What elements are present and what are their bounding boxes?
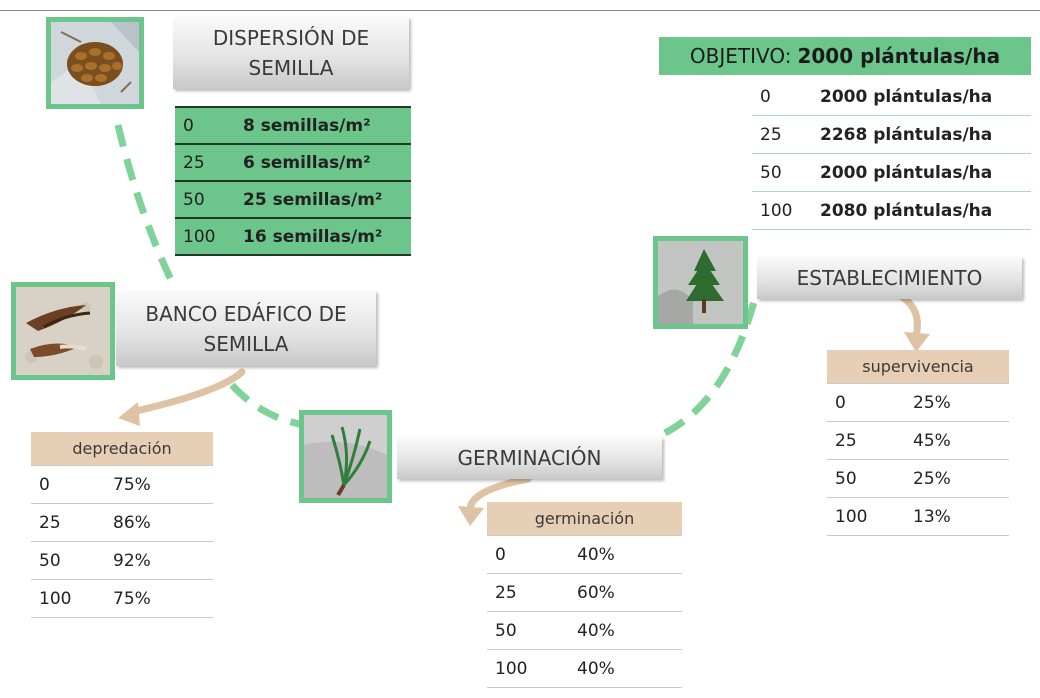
treatment-cell: 25 <box>487 573 569 612</box>
pine-cone-photo <box>46 17 144 109</box>
table-row: 100 2080 plántulas/ha <box>752 191 1031 230</box>
value-cell: 2000 plántulas/ha <box>812 78 1031 116</box>
value-cell: 86% <box>105 503 213 542</box>
stage-banco-line-1: BANCO EDÁFICO DE <box>145 301 347 326</box>
treatment-cell: 0 <box>31 465 105 504</box>
table-header-row: germinación <box>487 502 682 536</box>
value-cell: 75% <box>105 465 213 504</box>
value-cell: 16 semillas/m² <box>235 217 411 256</box>
table-row: 50 25% <box>827 459 1009 498</box>
treatment-cell: 0 <box>175 106 235 145</box>
stage-dispersion-semilla: DISPERSIÓN DE SEMILLA <box>173 17 409 89</box>
objective-label: OBJETIVO: <box>689 44 792 68</box>
value-cell: 25 semillas/m² <box>235 180 411 219</box>
table-row: 25 86% <box>31 503 213 542</box>
table-row: 25 45% <box>827 421 1009 460</box>
survival-header: supervivencia <box>827 350 1009 384</box>
table-row: 25 2268 plántulas/ha <box>752 115 1031 154</box>
table-row: 100 13% <box>827 497 1009 536</box>
treatment-cell: 25 <box>175 143 235 182</box>
arrow-to-depredacion <box>128 368 246 416</box>
germination-header: germinación <box>487 502 682 536</box>
treatment-cell: 100 <box>175 217 235 256</box>
stage-dispersion-line-2: SEMILLA <box>248 56 334 80</box>
arrowhead-depredacion <box>118 402 140 426</box>
treatment-cell: 50 <box>175 180 235 219</box>
treatment-cell: 0 <box>487 535 569 574</box>
table-row: 0 40% <box>487 535 682 574</box>
treatment-cell: 0 <box>752 78 812 116</box>
table-row: 0 2000 plántulas/ha <box>752 78 1031 116</box>
table-row: 100 75% <box>31 579 213 618</box>
stage-dispersion-line-1: DISPERSIÓN DE <box>212 26 370 50</box>
value-cell: 2268 plántulas/ha <box>812 115 1031 154</box>
seed-dispersal-table: 0 8 semillas/m² 25 6 semillas/m² 50 25 s… <box>175 106 411 256</box>
value-cell: 6 semillas/m² <box>235 143 411 182</box>
value-cell: 8 semillas/m² <box>235 106 411 145</box>
treatment-cell: 100 <box>31 579 105 618</box>
predation-table: depredación 0 75% 25 86% 50 92% 100 75% <box>31 432 213 618</box>
treatment-cell: 25 <box>827 421 905 460</box>
value-cell: 60% <box>569 573 682 612</box>
objective-banner: OBJETIVO: 2000 plántulas/ha <box>659 37 1031 75</box>
treatment-cell: 100 <box>752 191 812 230</box>
winged-seeds-photo <box>11 282 115 380</box>
stage-establecimiento-label: ESTABLECIMIENTO <box>796 266 983 290</box>
dashed-link-germinacion-establecimiento <box>663 297 759 437</box>
young-pine-photo <box>653 236 748 329</box>
seedling-sprout-photo <box>299 410 392 503</box>
value-cell: 75% <box>105 579 213 618</box>
stage-establecimiento: ESTABLECIMIENTO <box>757 257 1022 299</box>
table-row: 100 40% <box>487 649 682 688</box>
table-row: 50 2000 plántulas/ha <box>752 153 1031 192</box>
value-cell: 25% <box>905 459 1009 498</box>
table-row: 100 16 semillas/m² <box>175 217 411 256</box>
stage-germinacion: GERMINACIÓN <box>397 437 662 479</box>
table-header-row: supervivencia <box>827 350 1009 384</box>
arrow-to-supervivencia <box>898 293 921 340</box>
value-cell: 40% <box>569 649 682 688</box>
predation-header: depredación <box>31 432 213 466</box>
stage-banco-edafico-semilla: BANCO EDÁFICO DE SEMILLA <box>116 291 376 366</box>
table-row: 0 8 semillas/m² <box>175 106 411 145</box>
value-cell: 25% <box>905 383 1009 422</box>
treatment-cell: 100 <box>827 497 905 536</box>
table-header-row: depredación <box>31 432 213 466</box>
treatment-cell: 25 <box>31 503 105 542</box>
dashed-link-banco-germinacion <box>229 382 306 429</box>
stage-banco-line-2: SEMILLA <box>203 331 289 356</box>
value-cell: 40% <box>569 611 682 650</box>
germination-table: germinación 0 40% 25 60% 50 40% 100 40% <box>487 502 682 688</box>
treatment-cell: 25 <box>752 115 812 154</box>
value-cell: 13% <box>905 497 1009 536</box>
value-cell: 92% <box>105 541 213 580</box>
treatment-cell: 100 <box>487 649 569 688</box>
treatment-cell: 50 <box>31 541 105 580</box>
table-row: 25 6 semillas/m² <box>175 143 411 182</box>
table-row: 0 25% <box>827 383 1009 422</box>
value-cell: 45% <box>905 421 1009 460</box>
top-rule <box>0 10 1040 11</box>
objective-value: 2000 plántulas/ha <box>797 44 1001 68</box>
value-cell: 2000 plántulas/ha <box>812 153 1031 192</box>
treatment-cell: 50 <box>752 153 812 192</box>
table-row: 50 92% <box>31 541 213 580</box>
table-row: 50 40% <box>487 611 682 650</box>
treatment-cell: 50 <box>827 459 905 498</box>
value-cell: 2080 plántulas/ha <box>812 191 1031 230</box>
treatment-cell: 0 <box>827 383 905 422</box>
arrow-to-germinacion <box>466 475 532 514</box>
stage-germinacion-label: GERMINACIÓN <box>457 446 602 470</box>
dashed-link-dispersion-banco <box>114 124 176 284</box>
table-row: 25 60% <box>487 573 682 612</box>
arrowhead-germinacion <box>458 506 484 526</box>
table-row: 0 75% <box>31 465 213 504</box>
survival-table: supervivencia 0 25% 25 45% 50 25% 100 13… <box>827 350 1009 536</box>
value-cell: 40% <box>569 535 682 574</box>
treatment-cell: 50 <box>487 611 569 650</box>
table-row: 50 25 semillas/m² <box>175 180 411 219</box>
arrowhead-supervivencia <box>904 332 930 352</box>
objective-table: 0 2000 plántulas/ha 25 2268 plántulas/ha… <box>752 78 1031 230</box>
